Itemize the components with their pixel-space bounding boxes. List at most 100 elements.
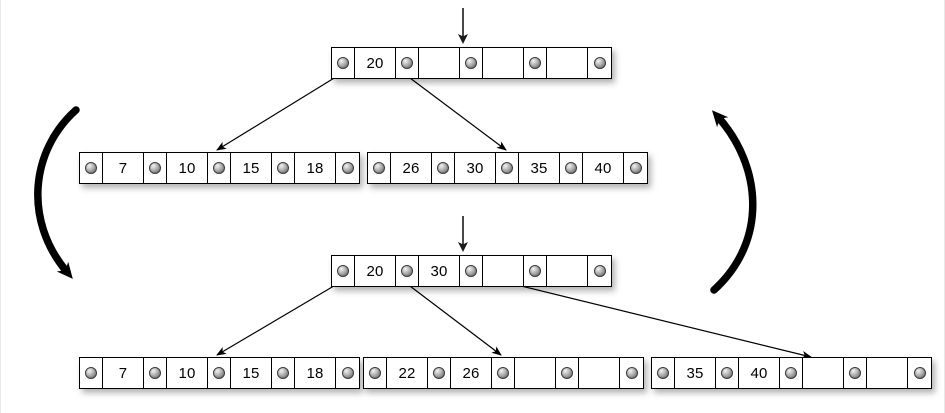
pointer-dot-icon: [149, 162, 161, 174]
flow-arrow-right-up: [710, 110, 757, 294]
pointer-dot-icon: [529, 265, 541, 277]
pointer-cell[interactable]: [208, 153, 231, 183]
pointer-dot-icon: [501, 162, 513, 174]
link-before-root-to-right-leaf: [401, 71, 507, 151]
pointer-cell[interactable]: [336, 358, 359, 388]
pointer-dot-icon: [437, 162, 449, 174]
key-cell: 15: [231, 153, 272, 183]
pointer-dot-icon: [277, 367, 289, 379]
pointer-dot-icon: [85, 367, 97, 379]
pointer-cell[interactable]: [432, 153, 455, 183]
pointer-cell[interactable]: [272, 358, 295, 388]
key-cell: 30: [455, 153, 496, 183]
leaf-before-right[interactable]: 26 30 35 40: [367, 152, 648, 184]
key-cell: 40: [739, 358, 780, 388]
pointer-cell[interactable]: [496, 153, 519, 183]
key-cell: 40: [583, 153, 624, 183]
link-after-root-to-middle-leaf: [401, 279, 502, 356]
pointer-cell[interactable]: [428, 358, 451, 388]
pointer-cell[interactable]: [560, 153, 583, 183]
leaf-after-right[interactable]: 35 40: [651, 357, 932, 389]
leaf-after-left[interactable]: 7 10 15 18: [79, 357, 360, 389]
leaf-before-left[interactable]: 7 10 15 18: [79, 152, 360, 184]
key-cell: 30: [419, 256, 460, 286]
pointer-cell[interactable]: [460, 48, 483, 78]
pointer-dot-icon: [401, 265, 413, 277]
pointer-cell[interactable]: [524, 48, 547, 78]
key-cell: 22: [387, 358, 428, 388]
pointer-cell[interactable]: [908, 358, 931, 388]
pointer-dot-icon: [785, 367, 797, 379]
link-after-root-to-left-leaf: [216, 279, 345, 356]
pointer-cell[interactable]: [624, 153, 647, 183]
key-cell: 18: [295, 358, 336, 388]
pointer-dot-icon: [849, 367, 861, 379]
leaf-after-middle[interactable]: 22 26: [363, 357, 644, 389]
key-cell: 35: [675, 358, 716, 388]
key-cell: 20: [355, 48, 396, 78]
pointer-cell[interactable]: [336, 153, 359, 183]
pointer-dot-icon: [341, 367, 354, 379]
key-cell: [483, 256, 524, 286]
pointer-dot-icon: [465, 265, 477, 277]
pointer-cell[interactable]: [524, 256, 547, 286]
pointer-cell[interactable]: [556, 358, 579, 388]
pointer-cell[interactable]: [332, 48, 355, 78]
pointer-dot-icon: [497, 367, 509, 379]
pointer-dot-icon: [369, 367, 381, 379]
pointer-dot-icon: [565, 162, 577, 174]
pointer-dot-icon: [213, 162, 225, 174]
pointer-cell[interactable]: [80, 358, 103, 388]
key-cell: [867, 358, 908, 388]
pointer-dot-icon: [337, 265, 349, 277]
link-before-root-to-left-leaf: [216, 71, 345, 151]
pointer-cell[interactable]: [716, 358, 739, 388]
pointer-dot-icon: [529, 57, 541, 69]
pointer-dot-icon: [657, 367, 669, 379]
pointer-cell[interactable]: [364, 358, 387, 388]
pointer-dot-icon: [593, 57, 606, 69]
pointer-cell[interactable]: [80, 153, 103, 183]
pointer-cell[interactable]: [144, 358, 167, 388]
flow-arrow-left-down: [34, 106, 80, 279]
pointer-dot-icon: [465, 57, 477, 69]
pointer-dot-icon: [913, 367, 926, 379]
pointer-cell[interactable]: [272, 153, 295, 183]
root-after[interactable]: 20 30: [331, 255, 612, 287]
pointer-cell[interactable]: [460, 256, 483, 286]
key-cell: [547, 48, 588, 78]
pointer-dot-icon: [149, 367, 161, 379]
key-cell: 26: [391, 153, 432, 183]
pointer-cell[interactable]: [492, 358, 515, 388]
pointer-dot-icon: [277, 162, 289, 174]
pointer-cell[interactable]: [396, 256, 419, 286]
pointer-cell[interactable]: [652, 358, 675, 388]
pointer-dot-icon: [341, 162, 354, 174]
root-before[interactable]: 20: [331, 47, 612, 79]
pointer-cell[interactable]: [332, 256, 355, 286]
pointer-dot-icon: [213, 367, 225, 379]
pointer-dot-icon: [433, 367, 445, 379]
pointer-dot-icon: [625, 367, 638, 379]
pointer-dot-icon: [561, 367, 573, 379]
key-cell: 7: [103, 153, 144, 183]
pointer-dot-icon: [593, 265, 606, 277]
pointer-cell[interactable]: [396, 48, 419, 78]
key-cell: 35: [519, 153, 560, 183]
pointer-cell[interactable]: [844, 358, 867, 388]
pointer-cell[interactable]: [588, 48, 611, 78]
pointer-cell[interactable]: [620, 358, 643, 388]
pointer-dot-icon: [401, 57, 413, 69]
key-cell: [803, 358, 844, 388]
pointer-cell[interactable]: [588, 256, 611, 286]
pointer-dot-icon: [721, 367, 733, 379]
key-cell: 15: [231, 358, 272, 388]
pointer-cell[interactable]: [368, 153, 391, 183]
pointer-dot-icon: [337, 57, 349, 69]
key-cell: 26: [451, 358, 492, 388]
pointer-cell[interactable]: [780, 358, 803, 388]
key-cell: [547, 256, 588, 286]
pointer-cell[interactable]: [144, 153, 167, 183]
pointer-cell[interactable]: [208, 358, 231, 388]
